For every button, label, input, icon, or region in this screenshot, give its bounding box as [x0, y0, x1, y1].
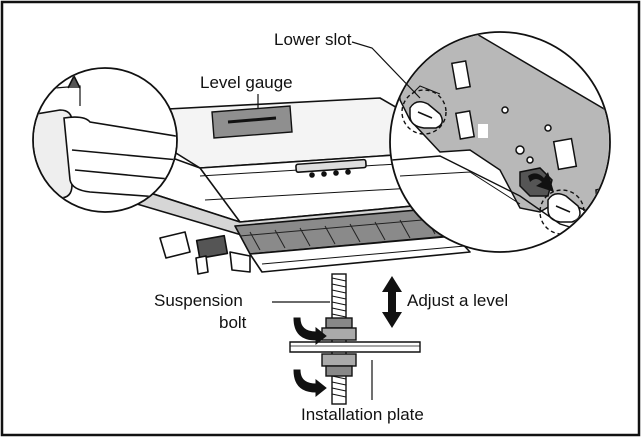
label-adjust-level: Adjust a level: [407, 291, 509, 310]
label-suspension-bolt-line2: bolt: [219, 313, 247, 332]
level-gauge-icon: [211, 105, 293, 139]
label-lower-slot: Lower slot: [274, 30, 352, 49]
right-magnifier: [389, 31, 611, 253]
suspension-bolt: [289, 273, 421, 405]
double-arrow-icon: [382, 276, 402, 328]
label-installation-plate: Installation plate: [301, 405, 424, 424]
label-level-gauge: Level gauge: [200, 73, 293, 92]
rotate-arrow-icon: [293, 317, 327, 398]
push-arrow-icon: [528, 172, 554, 192]
label-suspension-bolt-line1: Suspension: [154, 291, 243, 310]
installation-plate-bar: [289, 341, 421, 353]
leader-lines: [257, 41, 421, 400]
